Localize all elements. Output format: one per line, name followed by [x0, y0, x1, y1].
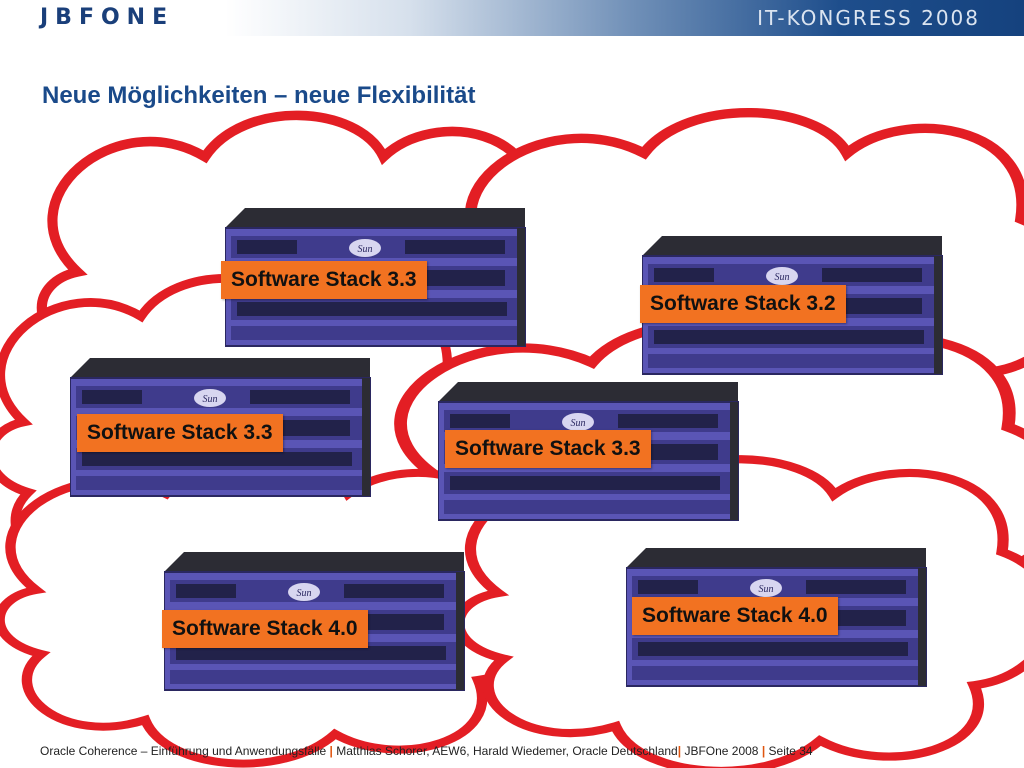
footer-talk-title: Oracle Coherence – Einführung und Anwend…: [40, 744, 327, 758]
software-stack-label: Software Stack 3.3: [445, 430, 651, 468]
footer-separator: |: [329, 744, 333, 758]
software-stack-label: Software Stack 4.0: [162, 610, 368, 648]
event-title: IT-KONGRESS 2008: [757, 6, 980, 30]
software-stack-label: Software Stack 3.3: [221, 261, 427, 299]
software-stack-label: Software Stack 3.3: [77, 414, 283, 452]
footer-separator: |: [761, 744, 766, 758]
slide-title: Neue Möglichkeiten – neue Flexibilität: [42, 82, 476, 109]
footer-authors: Matthias Schorer, AEW6, Harald Wiedemer,…: [336, 744, 678, 758]
jbfone-logo: JBFONE: [40, 5, 175, 30]
header-bar: JBFONE IT-KONGRESS 2008: [0, 0, 1024, 36]
software-stack-label: Software Stack 4.0: [632, 597, 838, 635]
footer-event: JBFOne 2008: [684, 744, 759, 758]
footer: Oracle Coherence – Einführung und Anwend…: [40, 744, 813, 758]
software-stack-label: Software Stack 3.2: [640, 285, 846, 323]
footer-page-number: Seite 34: [768, 744, 813, 758]
footer-separator: |: [677, 744, 682, 758]
